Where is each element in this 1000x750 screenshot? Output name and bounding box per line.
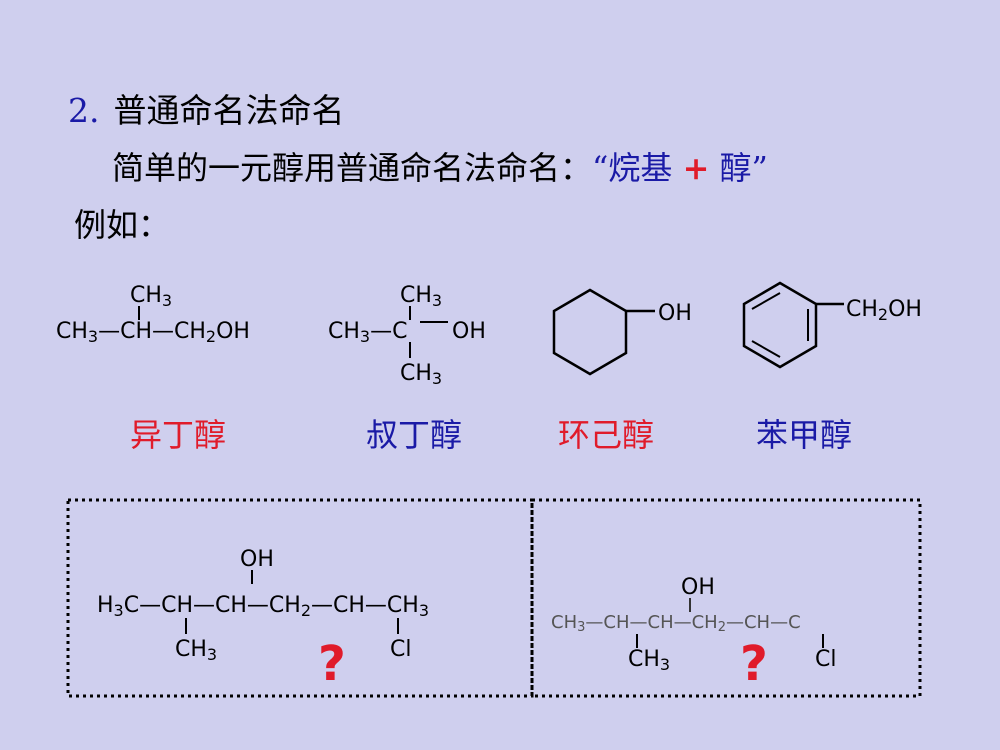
benzyl-group-label: CH2OH: [846, 297, 922, 324]
exercise-right-ch3: CH3: [628, 647, 670, 674]
tbutanol-right-label: OH: [452, 319, 486, 344]
isobutanol-main-label: CH3—CH—CH2OH: [56, 319, 250, 346]
section-number: 2.: [68, 91, 100, 130]
tbutanol-top-label: CH3: [400, 283, 442, 310]
exercise-right-structure: OH CH3—CH—CH—CH2—CH—C CH3 Cl: [551, 575, 836, 674]
isobutanol-structure: CH3 CH3—CH—CH2OH: [56, 283, 250, 346]
exercise-box-left: [66, 498, 534, 698]
tbutanol-structure: CH3 CH3—C OH CH3: [328, 283, 486, 388]
intro-sentence: 简单的一元醇用普通命名法命名：“烷基 + 醇”: [112, 143, 768, 189]
exercise-right-cl: Cl: [815, 647, 836, 672]
tbutanol-bottom-label: CH3: [400, 361, 442, 388]
name-benzyl: 苯甲醇: [756, 416, 853, 454]
tbutanol-left-label: CH3—C: [328, 319, 407, 346]
rule-plus: +: [682, 149, 710, 187]
exercise-box-right: [530, 498, 922, 698]
rule-close: 醇”: [719, 149, 768, 187]
name-cyclohexanol: 环己醇: [558, 416, 655, 454]
name-isobutanol: 异丁醇: [130, 416, 227, 454]
isobutanol-top-label: CH3: [130, 283, 172, 310]
exercise-left-structure: OH H3C—CH—CH—CH2—CH—CH3 CH3 Cl: [97, 547, 429, 664]
question-mark-left: ?: [318, 636, 346, 692]
intro-text: 简单的一元醇用普通命名法命名：: [112, 149, 593, 187]
name-tbutanol: 叔丁醇: [366, 416, 463, 454]
exercise-right-oh: OH: [681, 575, 715, 600]
exercise-left-oh: OH: [240, 547, 274, 572]
rule-open: “烷基: [592, 149, 673, 187]
exercise-right-chain: CH3—CH—CH—CH2—CH—C: [551, 612, 801, 635]
cyclohexanol-structure: OH: [552, 288, 692, 376]
section-heading: 2. 普通命名法命名: [68, 84, 345, 132]
benzyl-structure: CH2OH: [742, 281, 922, 369]
exercise-left-chain: H3C—CH—CH—CH2—CH—CH3: [97, 593, 429, 620]
question-mark-right: ?: [740, 636, 768, 692]
exercise-left-ch3: CH3: [175, 637, 217, 664]
example-label: 例如：: [74, 206, 171, 244]
cyclohexanol-oh-label: OH: [658, 301, 692, 326]
section-title: 普通命名法命名: [113, 91, 345, 130]
exercise-left-cl: Cl: [390, 637, 411, 662]
